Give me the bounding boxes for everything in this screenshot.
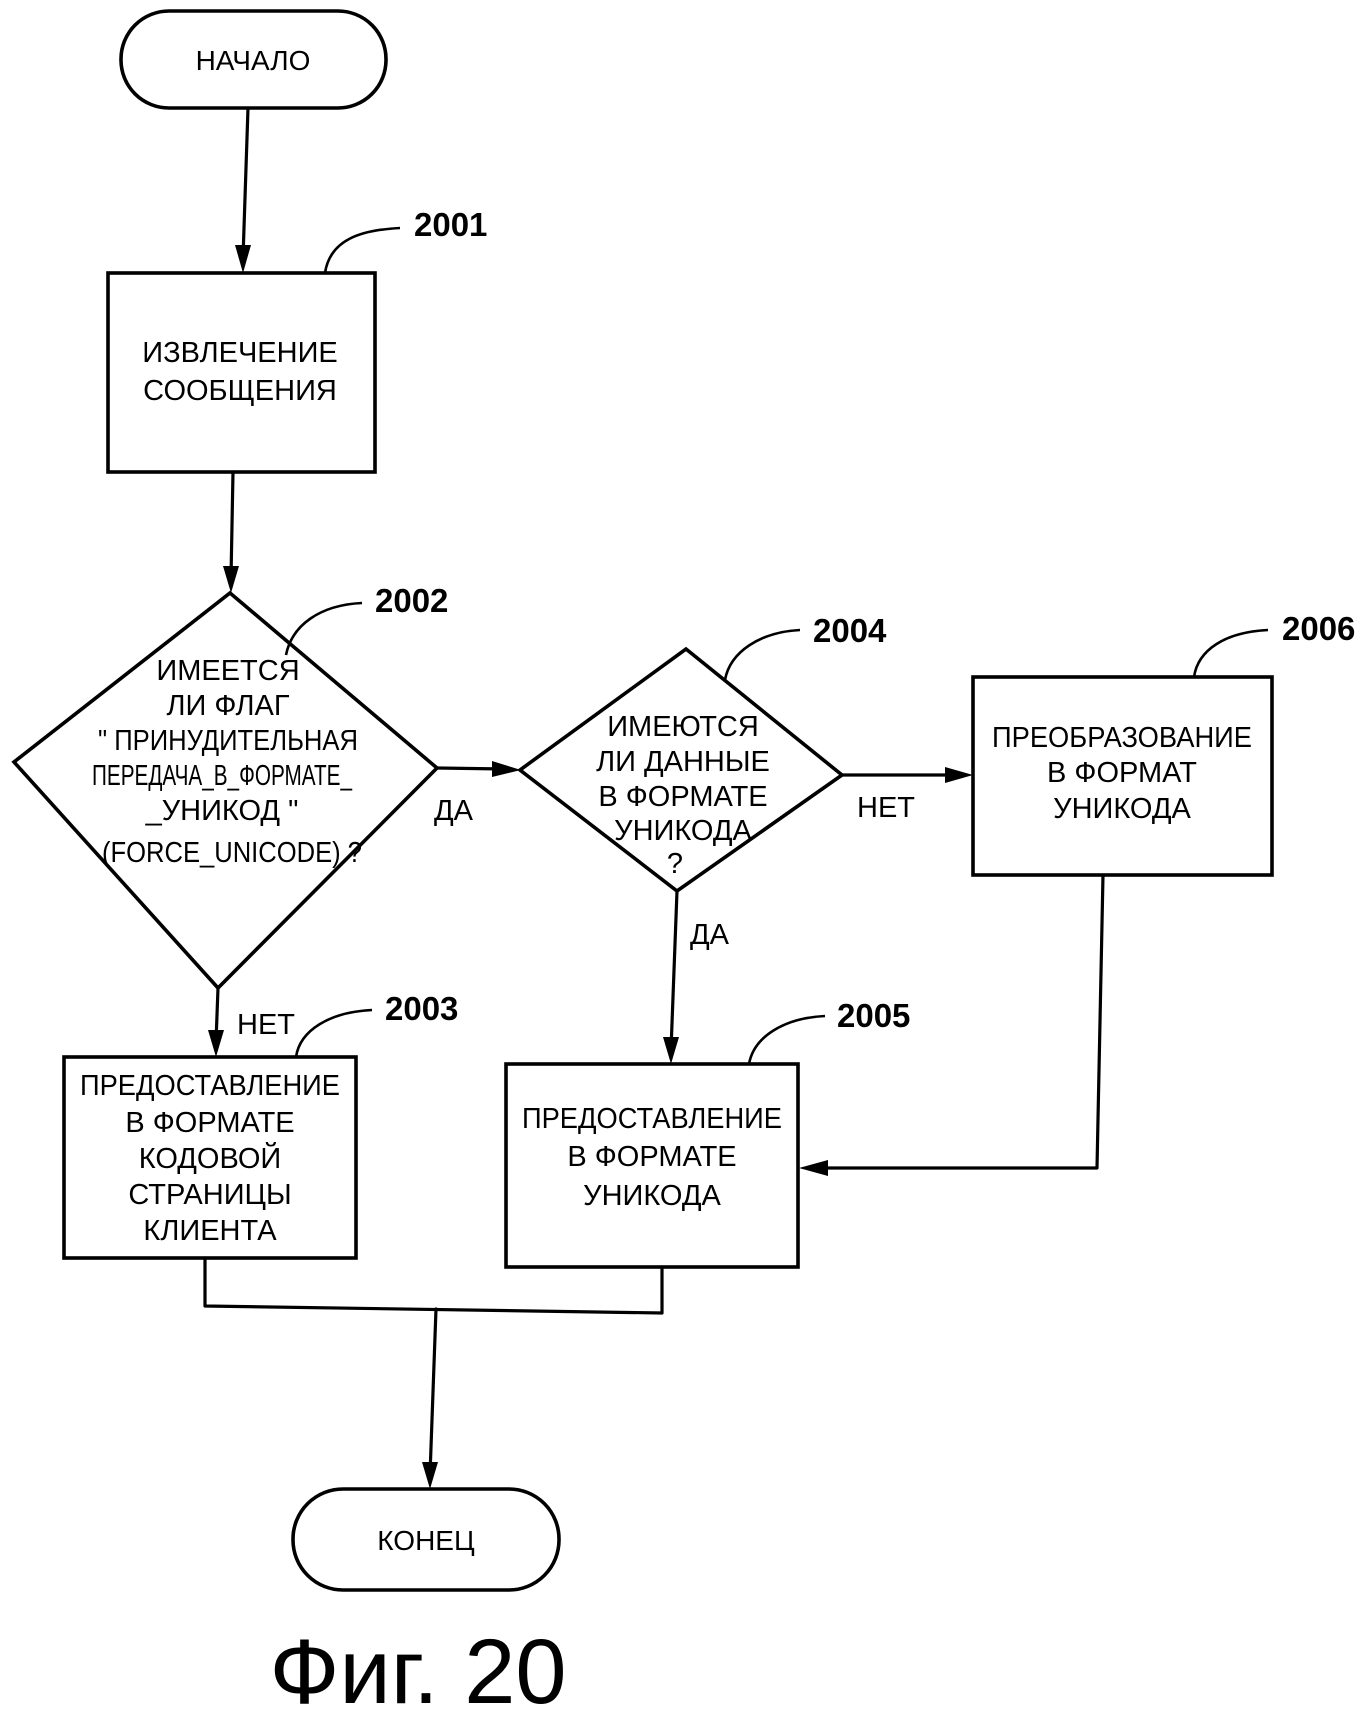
decision-2002-line: _УНИКОД " [145, 795, 299, 827]
process-2005-line: УНИКОДА [583, 1180, 721, 1212]
process-2005-box [504, 1062, 800, 1269]
arrowhead-icon [799, 1160, 828, 1176]
decision-2004-line: УНИКОДА [614, 815, 752, 847]
branch-label-no: НЕТ [237, 1009, 295, 1041]
ref-number-2006: 2006 [1282, 610, 1355, 647]
ref-number-2004: 2004 [813, 612, 887, 649]
start-label: НАЧАЛО [196, 45, 311, 76]
arrowhead-icon [492, 761, 521, 777]
ref-leader-2006 [1192, 628, 1269, 678]
process-2006-line: УНИКОДА [1053, 793, 1191, 825]
process-2001-line: СООБЩЕНИЯ [143, 375, 337, 407]
arrow-2004-yes-to-2005: ДА [663, 889, 730, 1064]
branch-label-yes: ДА [690, 919, 730, 951]
end-label: КОНЕЦ [377, 1525, 475, 1556]
arrow-2004-no-to-2006: НЕТ [840, 767, 973, 824]
decision-2004-line: ? [667, 848, 683, 880]
process-2003-line: КЛИЕНТА [143, 1215, 277, 1247]
process-2006: ПРЕОБРАЗОВАНИЕ В ФОРМАТ УНИКОДА 2006 [971, 610, 1355, 877]
start-shape [119, 9, 388, 110]
arrowhead-icon [663, 1037, 679, 1064]
arrowhead-icon [223, 566, 239, 593]
arrow-2002-no-to-2003: НЕТ [208, 986, 295, 1057]
decision-2002-line: (FORCE_UNICODE) ? [102, 837, 362, 869]
decision-2004-line: ЛИ ДАННЫЕ [596, 746, 770, 778]
arrow-start-to-2001 [235, 106, 251, 273]
ref-leader-2003 [294, 1008, 373, 1058]
process-2005: ПРЕДОСТАВЛЕНИЕ В ФОРМАТЕ УНИКОДА 2005 [504, 997, 910, 1269]
ref-number-2003: 2003 [385, 990, 458, 1027]
process-2001: ИЗВЛЕЧЕНИЕ СООБЩЕНИЯ 2001 [106, 206, 487, 474]
branch-label-no: НЕТ [857, 792, 915, 824]
ref-number-2001: 2001 [414, 206, 487, 243]
start-terminal: НАЧАЛО [119, 9, 388, 110]
process-2006-line: ПРЕОБРАЗОВАНИЕ [992, 722, 1252, 754]
ref-leader-2002 [284, 601, 363, 656]
process-2003-line: В ФОРМАТЕ [125, 1107, 294, 1139]
process-2003-line: ПРЕДОСТАВЛЕНИЕ [80, 1070, 340, 1102]
branch-label-yes: ДА [434, 795, 474, 827]
decision-2002-line: ИМЕЕТСЯ [156, 655, 299, 687]
arrow-2001-to-2002 [223, 470, 239, 593]
ref-number-2002: 2002 [375, 582, 448, 619]
ref-leader-2001 [323, 226, 401, 274]
arrowhead-icon [945, 767, 973, 783]
process-2003-line: СТРАНИЦЫ [128, 1179, 291, 1211]
process-2005-line: В ФОРМАТЕ [567, 1141, 736, 1173]
process-2006-box [971, 675, 1274, 877]
process-2001-line: ИЗВЛЕЧЕНИЕ [142, 337, 338, 369]
decision-2002-line: ЛИ ФЛАГ [166, 690, 289, 722]
decision-2002-line: " ПРИНУДИТЕЛЬНАЯ [98, 725, 358, 757]
ref-leader-2005 [747, 1014, 826, 1065]
ref-number-2005: 2005 [837, 997, 910, 1034]
process-2003: ПРЕДОСТАВЛЕНИЕ В ФОРМАТЕ КОДОВОЙ СТРАНИЦ… [62, 990, 458, 1260]
decision-2002-line: ПЕРЕДАЧА_В_ФОРМАТЕ_ [92, 760, 353, 792]
process-2003-line: КОДОВОЙ [139, 1141, 281, 1175]
figure-caption: Фиг. 20 [269, 1621, 566, 1721]
process-2006-line: В ФОРМАТ [1047, 757, 1197, 789]
end-shape [291, 1487, 561, 1592]
end-terminal: КОНЕЦ [291, 1487, 561, 1592]
ref-leader-2004 [723, 628, 801, 681]
process-2005-line: ПРЕДОСТАВЛЕНИЕ [522, 1103, 782, 1135]
decision-2004: ИМЕЮТСЯ ЛИ ДАННЫЕ В ФОРМАТЕ УНИКОДА ? 20… [516, 612, 887, 894]
arrowhead-icon [208, 1030, 224, 1057]
arrow-2006-to-2005 [799, 873, 1105, 1176]
arrow-2002-yes-to-2004: ДА [434, 761, 521, 827]
decision-2004-line: ИМЕЮТСЯ [607, 711, 759, 743]
merge-connector [203, 1256, 664, 1489]
process-2003-box [62, 1055, 358, 1260]
process-2001-box [106, 271, 377, 474]
arrowhead-icon [235, 245, 251, 273]
arrowhead-icon [422, 1462, 438, 1489]
decision-2002: ИМЕЕТСЯ ЛИ ФЛАГ " ПРИНУДИТЕЛЬНАЯ ПЕРЕДАЧ… [11, 582, 448, 991]
decision-2004-line: В ФОРМАТЕ [598, 781, 767, 813]
